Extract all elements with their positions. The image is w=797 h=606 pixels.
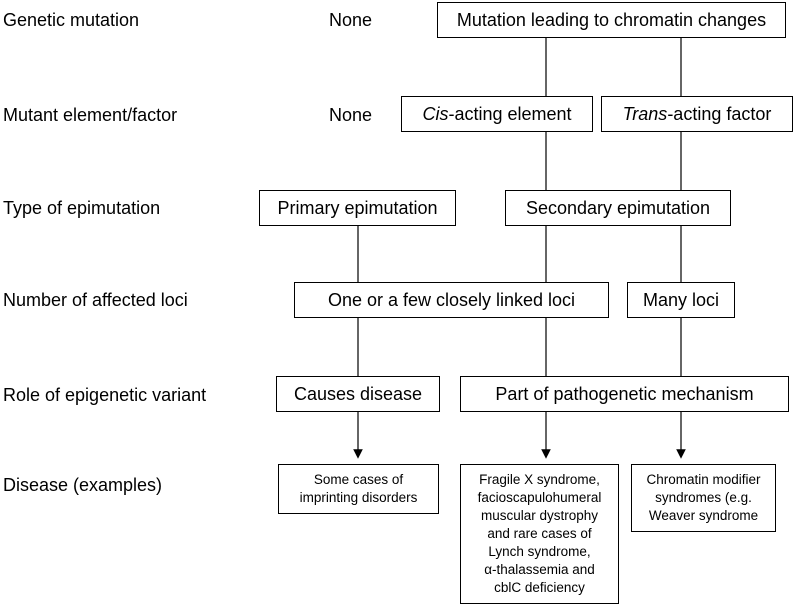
row-label-mutant-element: Mutant element/factor	[3, 105, 178, 125]
disease-text-line: muscular dystrophy	[480, 508, 599, 523]
row-label-role-variant: Role of epigenetic variant	[3, 385, 207, 405]
disease-fragile-box: Fragile X syndrome, facioscapulohumeral …	[460, 464, 619, 604]
row-label-type-epimutation: Type of epimutation	[3, 198, 161, 218]
causes-disease-box: Causes disease	[276, 376, 440, 412]
primary-epimutation-box: Primary epimutation	[259, 190, 456, 226]
disease-text-line: Fragile X syndrome,	[479, 472, 600, 487]
cis-italic-text: Cis	[422, 103, 449, 124]
disease-imprinting-box: Some cases of imprinting disorders	[278, 464, 439, 514]
trans-rest-text: -acting factor	[667, 103, 772, 124]
disease-text-line: Weaver syndrome	[648, 508, 759, 523]
disease-text-line: Chromatin modifier	[646, 472, 761, 487]
mutation-chromatin-text: Mutation leading to chromatin changes	[456, 9, 767, 30]
disease-text-line: Lynch syndrome,	[488, 544, 591, 559]
disease-text-line: imprinting disorders	[299, 490, 418, 505]
few-loci-box: One or a few closely linked loci	[294, 282, 609, 318]
disease-text-line: α-thalassemia and	[484, 562, 595, 577]
mutation-chromatin-box: Mutation leading to chromatin changes	[437, 2, 786, 38]
many-loci-box: Many loci	[627, 282, 735, 318]
few-loci-text: One or a few closely linked loci	[327, 289, 576, 310]
row-label-number-loci: Number of affected loci	[3, 290, 188, 310]
disease-text-line: Some cases of	[313, 472, 404, 487]
cis-rest-text: -acting element	[448, 103, 572, 124]
trans-italic-text: Trans	[622, 103, 668, 124]
primary-epimutation-text: Primary epimutation	[277, 197, 438, 218]
cis-acting-box: Cis-acting element	[401, 96, 593, 132]
disease-text-line: facioscapulohumeral	[477, 490, 602, 505]
none-mutation-label: None	[329, 10, 373, 30]
disease-text-line: syndromes (e.g.	[655, 490, 752, 505]
pathogenetic-mechanism-text: Part of pathogenetic mechanism	[495, 383, 754, 404]
disease-chromatin-box: Chromatin modifier syndromes (e.g. Weave…	[631, 464, 776, 532]
secondary-epimutation-text: Secondary epimutation	[525, 197, 711, 218]
causes-disease-text: Causes disease	[293, 383, 423, 404]
row-label-disease: Disease (examples)	[3, 475, 163, 495]
secondary-epimutation-box: Secondary epimutation	[505, 190, 731, 226]
disease-text-line: cblC deficiency	[494, 580, 585, 595]
none-element-label: None	[329, 105, 373, 125]
trans-acting-box: Trans-acting factor	[601, 96, 793, 132]
disease-text-line: and rare cases of	[487, 526, 592, 541]
pathogenetic-mechanism-box: Part of pathogenetic mechanism	[460, 376, 789, 412]
many-loci-text: Many loci	[642, 289, 720, 310]
row-label-genetic-mutation: Genetic mutation	[3, 10, 140, 30]
